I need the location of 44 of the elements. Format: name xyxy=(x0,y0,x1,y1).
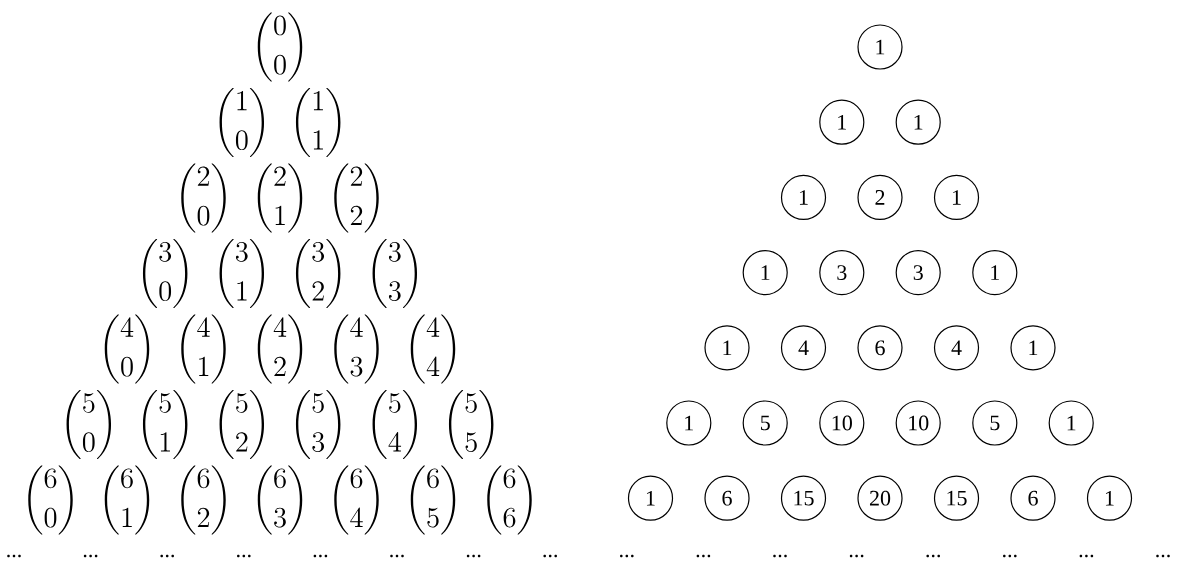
binomial-coefficient: $\binom{5}{1}$ xyxy=(142,389,188,459)
binomial-coefficient: $\binom{2}{0}$ xyxy=(181,163,226,233)
binomial-coefficient: $\binom{2}{1}$ xyxy=(257,163,303,233)
ellipsis: ... xyxy=(7,554,21,558)
ellipsis: ... xyxy=(83,554,98,558)
ellipsis: ... xyxy=(620,554,634,558)
binomial-coefficient: $\binom{4}{1}$ xyxy=(181,314,226,384)
ellipsis: ... xyxy=(1003,554,1017,558)
binomial-coefficient: $\binom{5}{4}$ xyxy=(372,389,418,459)
binomial-coefficient: $\binom{4}{4}$ xyxy=(410,314,456,384)
binomial-coefficient: $\binom{3}{3}$ xyxy=(372,238,418,308)
binomial-coefficient: $\binom{5}{0}$ xyxy=(66,389,112,459)
binomial-coefficient: $\binom{1}{0}$ xyxy=(219,87,265,158)
ellipsis: ... xyxy=(696,554,711,558)
ellipsis: ... xyxy=(1079,554,1094,558)
binomial-coefficient: $\binom{3}{2}$ xyxy=(295,238,341,308)
binomial-coefficient: $\binom{3}{1}$ xyxy=(219,238,265,308)
ellipsis: ... xyxy=(237,554,251,558)
binomial-coefficient: $\binom{4}{3}$ xyxy=(334,314,379,384)
binomial-coefficient: $\binom{6}{4}$ xyxy=(334,465,379,535)
binomial-coefficient: $\binom{6}{6}$ xyxy=(487,465,532,535)
binomial-coefficient: $\binom{2}{2}$ xyxy=(334,163,379,233)
binomial-coefficient: $\binom{6}{0}$ xyxy=(28,465,73,535)
binomial-coefficient: $\binom{5}{3}$ xyxy=(295,389,341,459)
binomial-coefficient: $\binom{5}{2}$ xyxy=(219,389,265,459)
binomial-coefficient: $\binom{6}{5}$ xyxy=(410,465,456,535)
ellipsis: ... xyxy=(466,554,481,558)
ellipsis: ... xyxy=(543,554,557,558)
ellipsis: ... xyxy=(313,554,328,558)
ellipsis: ... xyxy=(773,554,787,558)
binomial-coefficient: $\binom{6}{2}$ xyxy=(181,465,226,535)
ellipsis: ... xyxy=(390,554,404,558)
binomial-coefficient: $\binom{1}{1}$ xyxy=(295,87,341,158)
ellipsis: ... xyxy=(1156,554,1170,558)
ellipsis: ... xyxy=(926,554,940,558)
binomial-coefficient: $\binom{0}{0}$ xyxy=(257,12,303,82)
ellipsis: ... xyxy=(160,554,174,558)
binomial-coefficient: $\binom{6}{1}$ xyxy=(104,465,150,535)
binomial-coefficient: $\binom{6}{3}$ xyxy=(257,465,303,535)
binomial-coefficient: $\binom{5}{5}$ xyxy=(448,389,494,459)
binomial-coefficient: $\binom{4}{0}$ xyxy=(104,314,150,384)
binomial-coefficient: $\binom{4}{2}$ xyxy=(257,314,303,384)
binomial-coefficient: $\binom{3}{0}$ xyxy=(142,238,188,308)
ellipsis: ... xyxy=(849,554,864,558)
